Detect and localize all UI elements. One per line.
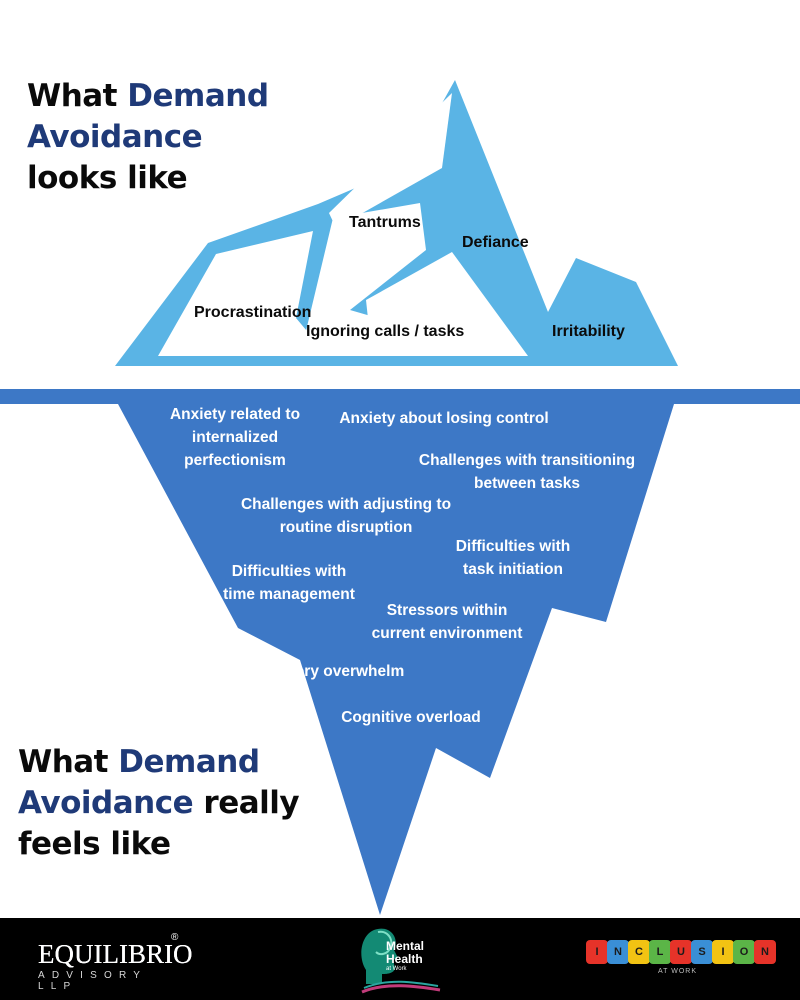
mental-health-text: Mental Health at Work [386, 939, 425, 973]
puzzle-piece-o: O [733, 940, 755, 964]
head-profile-icon [361, 928, 441, 994]
mental-health-logo: Mental Health at Work [356, 922, 446, 996]
label-irritability: Irritability [552, 323, 625, 340]
equilibrio-logo: ® EQUILIBRIO ADVISORY LLP [38, 932, 193, 992]
top-title-line2: Avoidance [27, 119, 203, 155]
equilibrio-sub: ADVISORY LLP [38, 970, 147, 992]
iceberg-face-bottom [366, 252, 528, 356]
inclusion-at-work-logo: I N C L U S I O N AT WORK [586, 938, 776, 988]
puzzle-piece-i1: I [586, 940, 608, 964]
puzzle-piece-n2: N [754, 940, 776, 964]
equilibrio-name: EQUILIBRIO [38, 939, 193, 969]
top-title-prefix: What [27, 78, 128, 114]
puzzle-piece-l: L [649, 940, 671, 964]
label-procrastination: Procrastination [194, 304, 312, 321]
bottom-title-prefix: What [18, 744, 119, 780]
bottom-title: What Demand Avoidance really feels like [18, 742, 300, 865]
label-defiance: Defiance [462, 234, 529, 251]
iceberg-face-top [329, 93, 452, 228]
label-anxiety-control: Anxiety about losing control [339, 410, 549, 427]
top-title-accent: Demand [127, 78, 269, 114]
bottom-title-line3: feels like [18, 826, 171, 862]
label-tantrums: Tantrums [349, 214, 421, 231]
puzzle-piece-i2: I [712, 940, 734, 964]
puzzle-piece-c: C [628, 940, 650, 964]
bottom-title-accent: Demand [118, 744, 260, 780]
puzzle-piece-s: S [691, 940, 713, 964]
top-title-line3: looks like [27, 160, 188, 196]
bottom-title-suffix: really [193, 785, 300, 821]
label-sensory-overwhelm: Sensory overwhelm [257, 663, 405, 680]
top-title: What Demand Avoidance looks like [27, 76, 269, 199]
iceberg-face-center [300, 203, 510, 356]
puzzle-piece-u: U [670, 940, 692, 964]
iceberg-face-left [158, 231, 328, 356]
iceberg-submerged [118, 404, 674, 915]
bottom-title-accent2: Avoidance [18, 785, 194, 821]
inclusion-sub: AT WORK [658, 968, 698, 975]
label-ignoring-calls: Ignoring calls / tasks [306, 323, 465, 340]
water-line [0, 389, 800, 404]
footer-logo-bar: ® EQUILIBRIO ADVISORY LLP Mental Health … [0, 918, 800, 1000]
label-cognitive-overload: Cognitive overload [341, 709, 481, 726]
puzzle-piece-n: N [607, 940, 629, 964]
registered-mark: ® [171, 932, 179, 943]
